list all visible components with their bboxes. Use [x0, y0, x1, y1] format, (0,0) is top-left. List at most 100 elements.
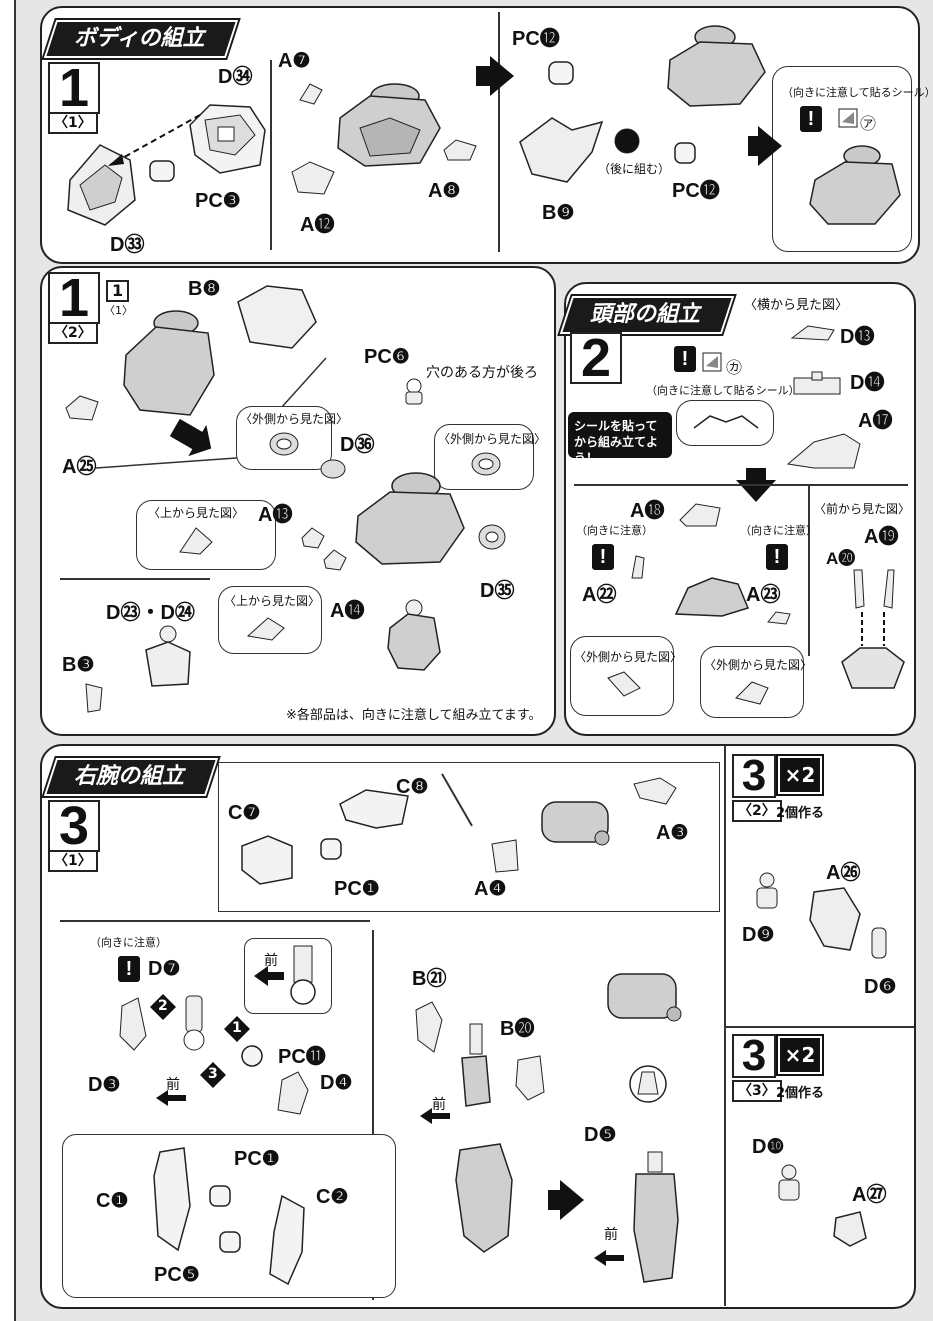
order-number-1: 1: [232, 1020, 242, 1036]
part-b8-drawing: [237, 285, 317, 349]
arm-mid-h-divider: [60, 920, 370, 922]
body-assembly-title: ボディの組立: [74, 26, 205, 51]
label-c8: C❽: [396, 776, 429, 798]
part-d6-drawing: [871, 927, 887, 959]
order-marker-1: [224, 1016, 250, 1042]
front-view-bubble-arm: [244, 938, 332, 1014]
front-view-head-drawing: [841, 569, 905, 689]
part-c8-drawing: [339, 789, 409, 829]
part-d13-drawing: [790, 325, 835, 341]
step-1-2-panel: [40, 266, 556, 736]
part-b21-drawing: [415, 1001, 443, 1053]
pc12-bottom-drawing: [674, 142, 696, 164]
step-1-2-sub: 〈2〉: [48, 322, 98, 344]
part-d23-d24-drawing: [145, 625, 191, 687]
part-a22-drawing: [631, 555, 645, 579]
forearm-frame-drawing: [461, 1023, 491, 1107]
torso-ref-drawing: [123, 310, 215, 416]
part-c7-drawing: [241, 835, 293, 885]
step1-2-big-arrow: [169, 418, 212, 457]
label-d13: D⓭: [840, 326, 875, 348]
part-d9-drawing: [756, 872, 778, 909]
arm-front-label-3: 前: [432, 1097, 446, 1113]
d7-detail-drawing: [290, 945, 316, 1005]
right-arm-title: 右腕の組立: [74, 764, 185, 789]
arm-upper-assembled-drawing: [607, 973, 682, 1022]
body-frame-d34-drawing: [189, 104, 266, 174]
pc3-joint-drawing: [149, 160, 175, 182]
part-b3-drawing: [85, 683, 103, 713]
ref-step-number: 1: [106, 280, 130, 302]
sticker-tip-bubble: [676, 400, 774, 446]
step-3-2-make-note: 2個作る: [776, 806, 825, 821]
big-arrow-head-2: [758, 126, 782, 166]
step-3-2-sub: 〈2〉: [732, 800, 782, 822]
label-d36: D㊱: [340, 434, 375, 456]
label-d5: D❺: [584, 1124, 617, 1146]
caution-label-2: （向きに注意）: [740, 524, 817, 537]
step1-1-dashed-arrow-1: [108, 114, 201, 166]
pc1-top-drawing: [320, 838, 342, 860]
outer-view-label-2: 〈外側から見た図〉: [438, 432, 547, 446]
pc11-drawing: [241, 1045, 263, 1067]
body-divider-2: [498, 12, 500, 252]
label-a23: A㉓: [746, 584, 781, 606]
outer-view-shape-4: [735, 681, 769, 705]
step-3-3-multiplier: ×2: [778, 1036, 822, 1074]
pc6-joint-drawing: [405, 378, 423, 405]
label-a19: A⓳: [864, 526, 899, 548]
pc6-note: 穴のある方が後ろ: [426, 365, 538, 381]
label-pc12-top: PC⓬: [512, 28, 560, 50]
label-d4: D❹: [320, 1072, 353, 1094]
label-b9: B❾: [542, 202, 575, 224]
label-c2: C❷: [316, 1186, 349, 1208]
step-3-3-sub: 〈3〉: [732, 1080, 782, 1102]
part-a25-drawing: [65, 395, 99, 421]
arm-right-divider: [724, 746, 726, 1306]
visor-sticker-drawing: [693, 415, 759, 429]
sticker-shape-icon: [838, 108, 858, 128]
right-arm-banner: 右腕の組立: [43, 758, 219, 796]
label-d34: D㉞: [218, 66, 253, 88]
warning-icon-5: !: [118, 956, 140, 982]
shoulder-assembled-drawing: [541, 801, 610, 846]
label-a20: A⓴: [826, 549, 856, 568]
order-marker-3: [200, 1062, 226, 1088]
big-arrow-head-3: [560, 1180, 584, 1220]
part-a18-drawing: [679, 503, 721, 527]
part-a4-drawing: [491, 839, 519, 873]
label-b8: B❽: [188, 278, 221, 300]
label-a8: A❽: [428, 180, 461, 202]
head-lower-divider: [574, 484, 908, 486]
step-3-3-number: 3: [732, 1034, 776, 1078]
part-d5-drawing: [629, 1065, 667, 1103]
sticker-code-a: ㋐: [860, 114, 877, 133]
part-a13-drawing: [301, 527, 325, 549]
part-c2-drawing: [269, 1194, 305, 1286]
label-a3: A❸: [656, 822, 689, 844]
step-1-2-number: 1: [48, 271, 100, 325]
caution-label-1: （向きに注意）: [576, 524, 653, 537]
part-a14-drawing: [323, 549, 347, 571]
label-d3: D❸: [88, 1074, 121, 1096]
part-a7-drawing: [299, 83, 323, 105]
step1-2-footnote: ※各部品は、向きに注意して組み立てます。: [286, 708, 542, 723]
outer-view-ring-2: [471, 452, 501, 476]
label-a14: A⓮: [330, 600, 365, 622]
arm-caution-label: （向きに注意）: [90, 936, 167, 949]
big-arrow-body-3: [548, 1190, 560, 1210]
top-view-shape-2: [246, 617, 285, 641]
order-marker-2: [150, 994, 176, 1020]
warning-icon-4: !: [766, 544, 788, 570]
step-3-1-number: 3: [48, 799, 100, 853]
backpack-b9-drawing: [519, 117, 604, 183]
arm-mid-v-divider: [372, 930, 374, 1300]
top-view-shape-1: [179, 527, 213, 555]
head-core-drawing: [674, 577, 750, 617]
body-back-drawing: [667, 25, 766, 107]
part-a8-drawing: [443, 139, 477, 161]
body-assembly-banner: ボディの組立: [43, 20, 239, 58]
label-b3: B❸: [62, 654, 95, 676]
head-sticker-note: （向きに注意して貼るシール）: [646, 384, 800, 397]
step-2-number: 2: [570, 331, 622, 385]
